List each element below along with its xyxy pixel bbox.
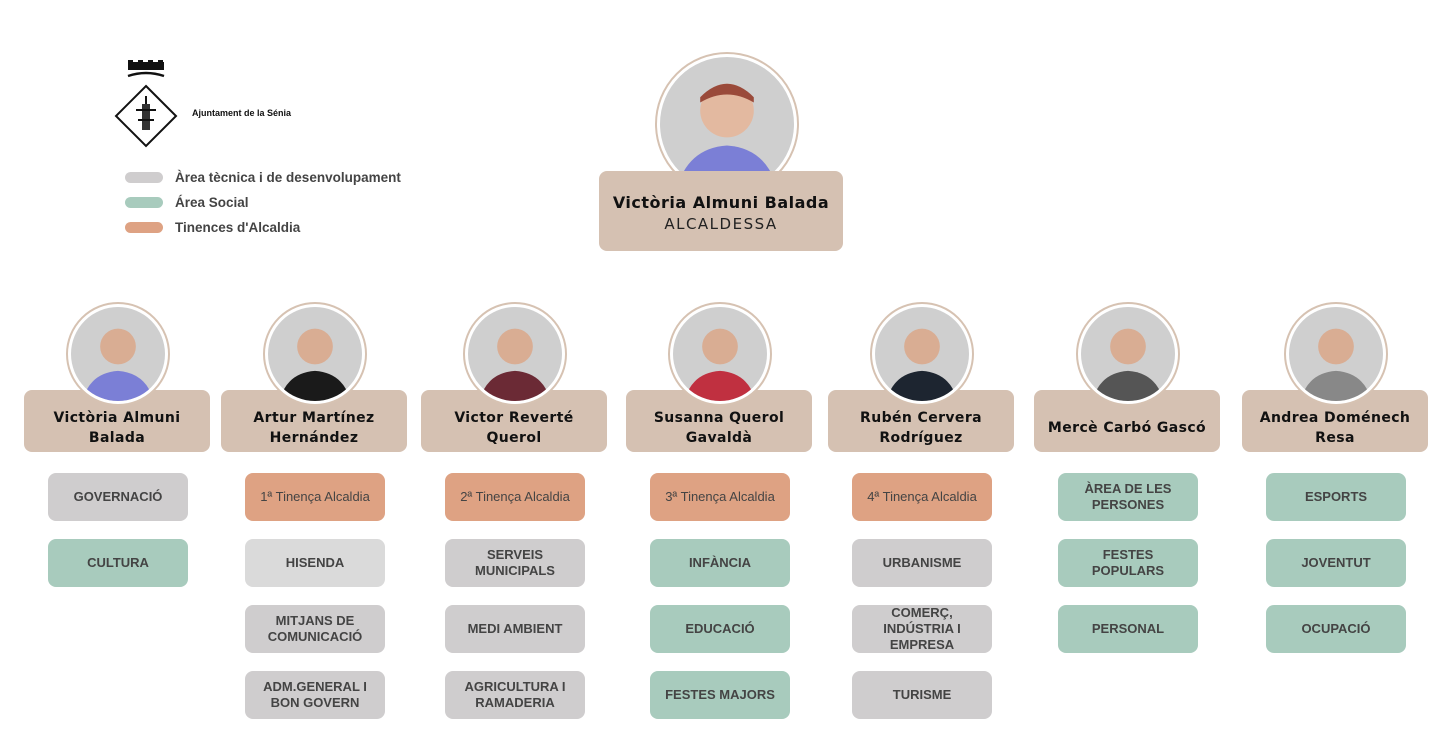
mayor-role: ALCALDESSA xyxy=(664,215,778,233)
area-list: ESPORTS JOVENTUT OCUPACIÓ xyxy=(1266,473,1406,653)
mayor-name: Victòria Almuni Balada xyxy=(612,193,830,212)
area-pill[interactable]: INFÀNCIA xyxy=(650,539,790,587)
mayor-name-box: Victòria Almuni Balada ALCALDESSA xyxy=(599,171,843,251)
area-pill[interactable]: CULTURA xyxy=(48,539,188,587)
member-avatar xyxy=(263,302,367,406)
legend-item-tech: Àrea tècnica i de desenvolupament xyxy=(125,165,401,190)
area-pill[interactable]: 1ª Tinença Alcaldia xyxy=(245,473,385,521)
area-pill[interactable]: SERVEIS MUNICIPALS xyxy=(445,539,585,587)
area-list: ÀREA DE LES PERSONES FESTES POPULARS PERSO… xyxy=(1058,473,1198,653)
area-pill[interactable]: 3ª Tinença Alcaldia xyxy=(650,473,790,521)
legend-swatch xyxy=(125,222,163,233)
logo-text: Ajuntament de la Sénia xyxy=(192,108,292,118)
legend-swatch xyxy=(125,172,163,183)
member-avatar xyxy=(463,302,567,406)
coat-of-arms-logo xyxy=(112,60,192,152)
area-pill[interactable]: COMERÇ, INDÚSTRIA I EMPRESA xyxy=(852,605,992,653)
member-avatar xyxy=(870,302,974,406)
member-avatar xyxy=(1076,302,1180,406)
area-pill[interactable]: FESTES POPULARS xyxy=(1058,539,1198,587)
legend-label: Tinences d'Alcaldia xyxy=(175,220,301,235)
member-avatar xyxy=(1284,302,1388,406)
legend-label: Àrea tècnica i de desenvolupament xyxy=(175,170,401,185)
area-list: GOVERNACIÓ CULTURA xyxy=(48,473,188,587)
legend-item-tinences: Tinences d'Alcaldia xyxy=(125,215,401,240)
area-pill[interactable]: JOVENTUT xyxy=(1266,539,1406,587)
area-pill[interactable]: FESTES MAJORS xyxy=(650,671,790,719)
area-pill[interactable]: URBANISME xyxy=(852,539,992,587)
area-pill[interactable]: OCUPACIÓ xyxy=(1266,605,1406,653)
member-avatar xyxy=(668,302,772,406)
legend-label: Área Social xyxy=(175,195,249,210)
area-pill[interactable]: 2ª Tinença Alcaldia xyxy=(445,473,585,521)
area-pill[interactable]: AGRICULTURA I RAMADERIA xyxy=(445,671,585,719)
area-pill[interactable]: MEDI AMBIENT xyxy=(445,605,585,653)
mayor-avatar xyxy=(655,52,799,196)
area-pill[interactable]: EDUCACIÓ xyxy=(650,605,790,653)
area-pill[interactable]: HISENDA xyxy=(245,539,385,587)
area-pill[interactable]: ESPORTS xyxy=(1266,473,1406,521)
legend-item-social: Área Social xyxy=(125,190,401,215)
area-pill[interactable]: GOVERNACIÓ xyxy=(48,473,188,521)
area-pill[interactable]: 4ª Tinença Alcaldia xyxy=(852,473,992,521)
member-name: Rubén Cervera Rodríguez xyxy=(828,390,1014,452)
member-name: Artur Martínez Hernández xyxy=(221,390,407,452)
legend: Àrea tècnica i de desenvolupament Área S… xyxy=(125,165,401,240)
member-avatar xyxy=(66,302,170,406)
area-pill[interactable]: TURISME xyxy=(852,671,992,719)
area-pill[interactable]: ADM.GENERAL I BON GOVERN xyxy=(245,671,385,719)
area-pill[interactable]: ÀREA DE LES PERSONES xyxy=(1058,473,1198,521)
area-pill[interactable]: MITJANS DE COMUNICACIÓ xyxy=(245,605,385,653)
area-pill[interactable]: PERSONAL xyxy=(1058,605,1198,653)
legend-swatch xyxy=(125,197,163,208)
